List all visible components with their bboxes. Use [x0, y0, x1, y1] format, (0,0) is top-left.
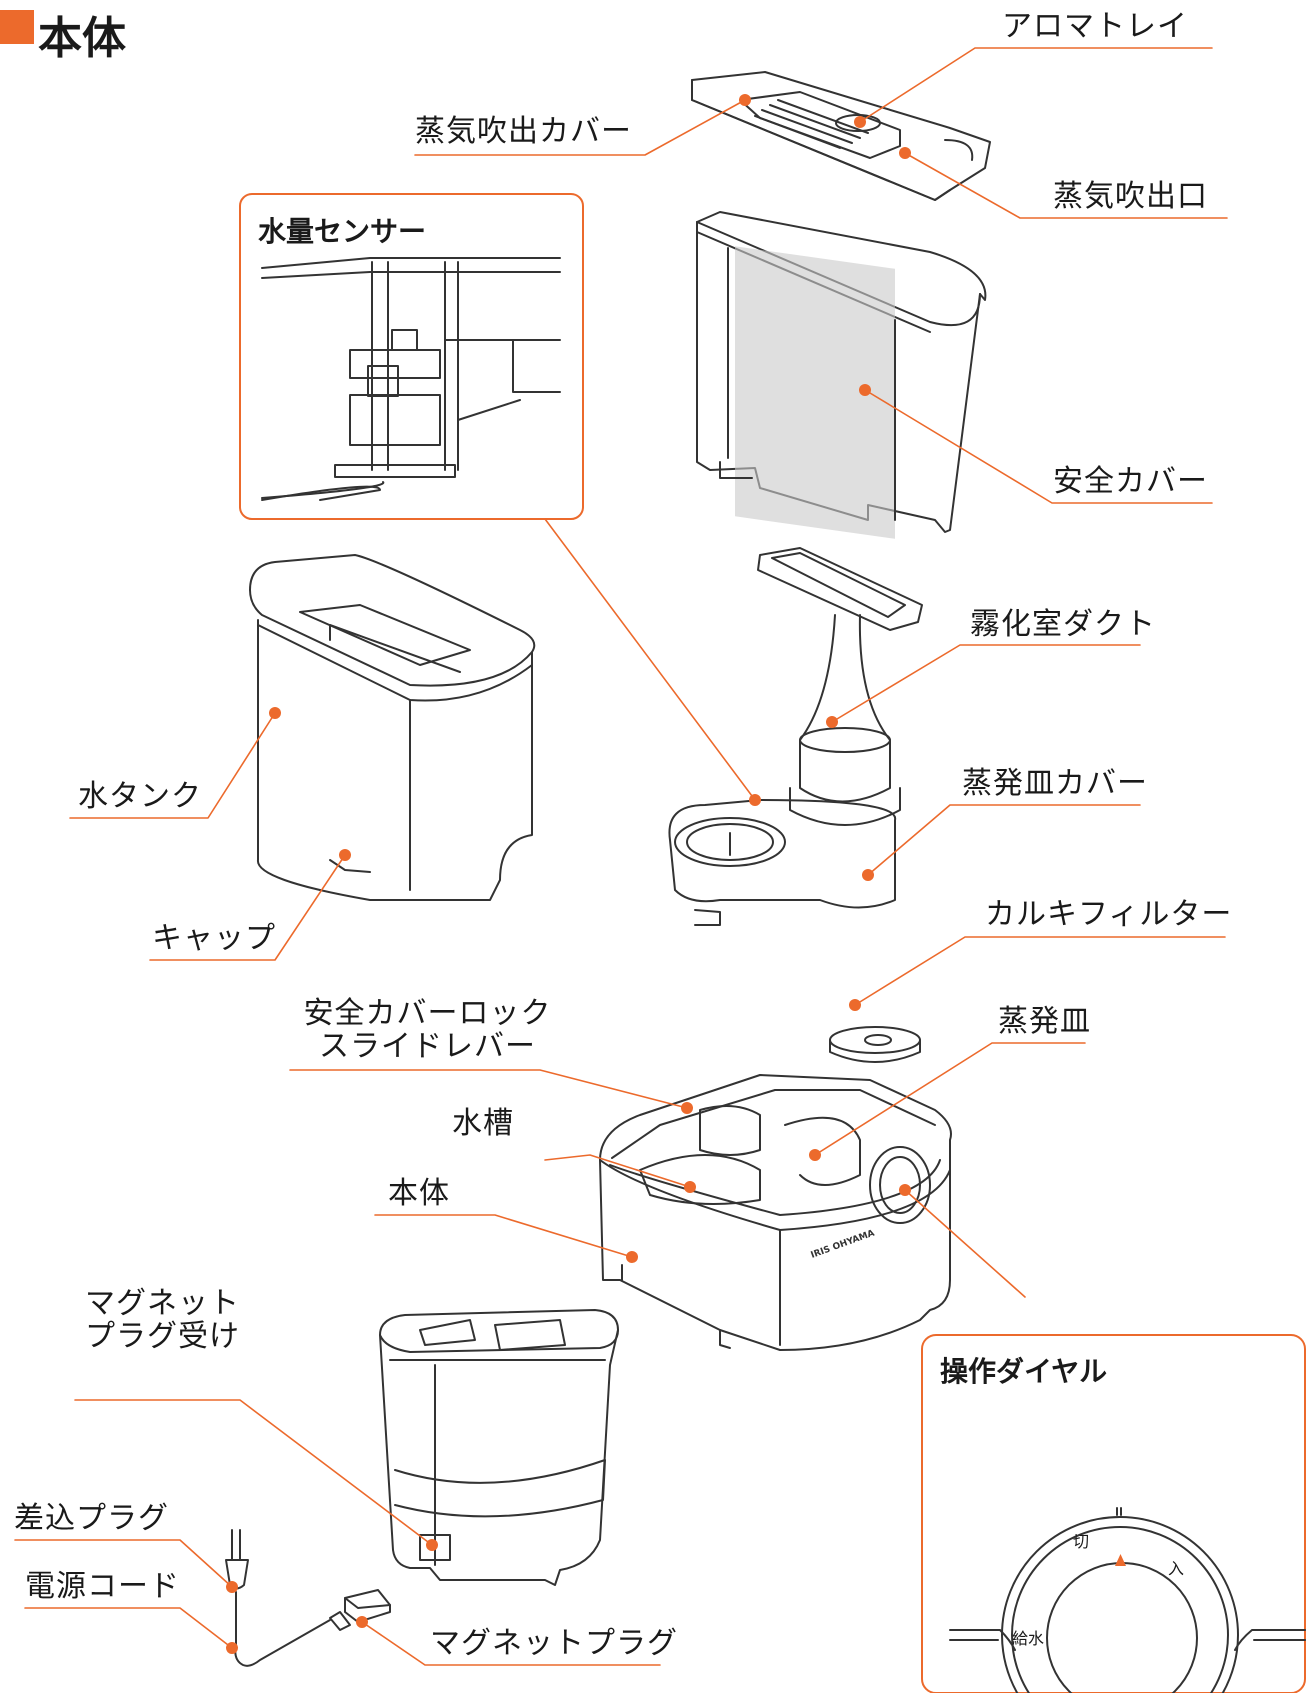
dial-refill-label: 給水: [1012, 1629, 1045, 1648]
label-safety-lock-line1: 安全カバーロック: [303, 996, 552, 1031]
cord-and-plug-illustration: [225, 1529, 391, 1667]
label-evap-dish: 蒸発皿: [998, 1004, 1091, 1039]
label-steam-outlet: 蒸気吹出口: [1053, 179, 1208, 214]
water-sensor-illustration: [261, 257, 561, 501]
label-calcium-filter: カルキフィルター: [985, 897, 1233, 932]
label-atomizer-duct: 霧化室ダクト: [970, 607, 1156, 642]
label-steam-outlet-cover: 蒸気吹出カバー: [415, 114, 632, 149]
label-cap: キャップ: [152, 921, 276, 956]
dial-on-label: 入: [1168, 1559, 1185, 1578]
dial-pointer-icon: [1115, 1554, 1126, 1566]
steam-outlet-cover-illustration: [691, 71, 991, 201]
label-magnet-plug: マグネットプラグ: [430, 1626, 678, 1661]
dial-off-label: 切: [1073, 1532, 1090, 1551]
label-safety-lock-line2: スライドレバー: [319, 1029, 536, 1064]
label-magnet-receiver-line2: プラグ受け: [85, 1319, 240, 1354]
label-magnet-receiver-line1: マグネット: [85, 1286, 240, 1321]
page-title: 本体: [38, 13, 126, 64]
label-power-cord: 電源コード: [25, 1569, 180, 1604]
label-water-tank: 水タンク: [78, 779, 202, 814]
label-magnet-receiver: マグネット プラグ受け: [75, 1287, 250, 1353]
label-water-basin: 水槽: [452, 1106, 514, 1141]
water-sensor-inset-title: 水量センサー: [258, 215, 427, 248]
atomizer-duct-illustration: [668, 547, 923, 926]
title-marker: [0, 10, 34, 44]
dial-inset-title: 操作ダイヤル: [940, 1355, 1108, 1388]
label-plug: 差込プラグ: [14, 1501, 169, 1536]
label-safety-cover: 安全カバー: [1053, 464, 1208, 499]
leader-lines: [14, 47, 1228, 1666]
leader-dots: [226, 94, 911, 1654]
label-safety-lock-lever: 安全カバーロック スライドレバー: [300, 997, 555, 1063]
dial-illustration: [949, 1507, 1306, 1693]
assembled-unit-illustration: [379, 1309, 619, 1586]
main-body-illustration: [599, 1074, 952, 1351]
brand-logo: IRIS OHYAMA: [810, 1229, 876, 1261]
calcium-filter-illustration: [829, 1026, 921, 1063]
water-tank-illustration: [249, 554, 536, 901]
label-main-body: 本体: [388, 1176, 450, 1211]
safety-cover-illustration: [696, 211, 987, 539]
label-evap-dish-cover: 蒸発皿カバー: [962, 766, 1148, 801]
label-aroma-tray: アロマトレイ: [1002, 9, 1188, 44]
